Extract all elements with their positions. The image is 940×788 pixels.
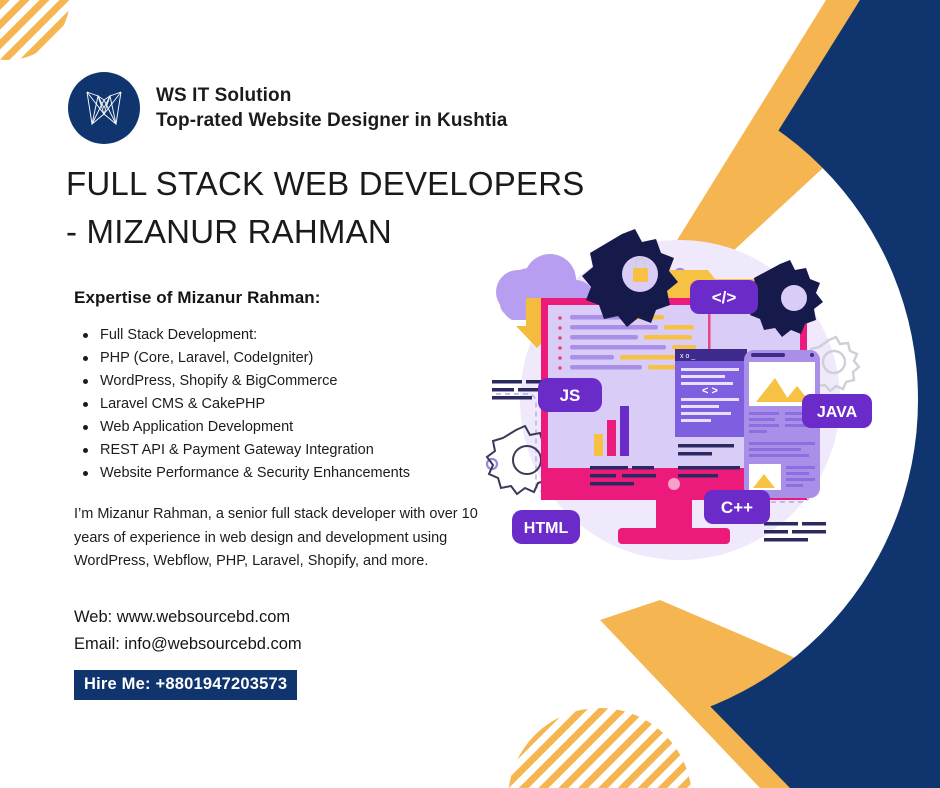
lock-icon — [633, 257, 648, 282]
monitor — [541, 298, 807, 544]
hire-me-button[interactable]: Hire Me: +8801947203573 — [74, 669, 298, 700]
contact-block: Web: www.websourcebd.com Email: info@web… — [74, 604, 494, 700]
tag-code: </> — [690, 280, 758, 314]
tag-java: JAVA — [802, 394, 872, 428]
gear-outline-left — [485, 424, 556, 496]
backdrop-circle — [520, 240, 840, 560]
gear-lavender-large — [607, 386, 683, 463]
tag-java-label: JAVA — [817, 404, 858, 421]
code-glyph: < > — [702, 385, 718, 397]
bar-chart — [594, 406, 629, 456]
list-item: Web Application Development — [78, 416, 494, 439]
connector-node — [803, 461, 817, 475]
folder-shape — [663, 270, 776, 314]
striped-circle-bottom — [508, 708, 692, 788]
tag-html: HTML — [512, 510, 580, 544]
tag-js: JS — [538, 378, 602, 412]
text-lines-screen — [590, 444, 740, 486]
list-item: REST API & Payment Gateway Integration — [78, 439, 494, 462]
gear-lavender-small — [588, 364, 647, 424]
page-title: FULL STACK WEB DEVELOPERS - MIZANUR RAHM… — [66, 160, 626, 256]
tag-code-label: </> — [712, 288, 737, 307]
gear-outline-right — [804, 335, 861, 393]
list-item: Website Performance & Security Enhanceme… — [78, 462, 494, 485]
code-window: x o _ < > — [675, 349, 747, 437]
list-item: PHP (Core, Laravel, CodeIgniter) — [78, 347, 494, 370]
list-item: Laravel CMS & CakePHP — [78, 393, 494, 416]
ws-monogram-icon — [86, 91, 122, 126]
tag-cpp: C++ — [704, 490, 770, 524]
phone-mockup — [744, 350, 820, 498]
download-arrow-icon — [516, 298, 558, 348]
brand-name: WS IT Solution — [156, 84, 292, 106]
tag-cpp-label: C++ — [721, 498, 753, 517]
dashed-connectors — [496, 273, 811, 503]
expertise-heading: Expertise of Mizanur Rahman: — [74, 288, 321, 307]
striped-circle-topleft — [0, 0, 70, 60]
contact-web: Web: www.websourcebd.com — [74, 607, 291, 626]
cloud-icon — [496, 254, 594, 320]
about-paragraph: I’m Mizanur Rahman, a senior full stack … — [74, 506, 478, 569]
text-lines-left — [492, 380, 548, 400]
tag-js-label: JS — [560, 386, 581, 405]
headline-line-1: FULL STACK WEB DEVELOPERS — [66, 165, 585, 202]
expertise-list: Full Stack Development: PHP (Core, Larav… — [78, 324, 494, 485]
brand-tagline: Top-rated Website Designer in Kushtia — [156, 109, 508, 131]
text-lines-right — [764, 522, 826, 542]
gear-dark-right — [747, 260, 823, 337]
developer-illustration: x o _ < > — [485, 229, 872, 560]
tag-html-label: HTML — [524, 520, 569, 537]
window-dots: x o _ — [680, 353, 695, 360]
brand-header: WS IT Solution Top-rated Website Designe… — [68, 72, 507, 144]
code-lines — [558, 312, 711, 374]
connector-node — [673, 267, 687, 281]
content-column: Expertise of Mizanur Rahman: Full Stack … — [74, 288, 494, 700]
list-item: WordPress, Shopify & BigCommerce — [78, 370, 494, 393]
logo-badge — [68, 72, 140, 144]
list-item: Full Stack Development: — [78, 324, 494, 347]
headline-line-2: - MIZANUR RAHMAN — [66, 213, 392, 250]
contact-email: Email: info@websourcebd.com — [74, 634, 302, 653]
